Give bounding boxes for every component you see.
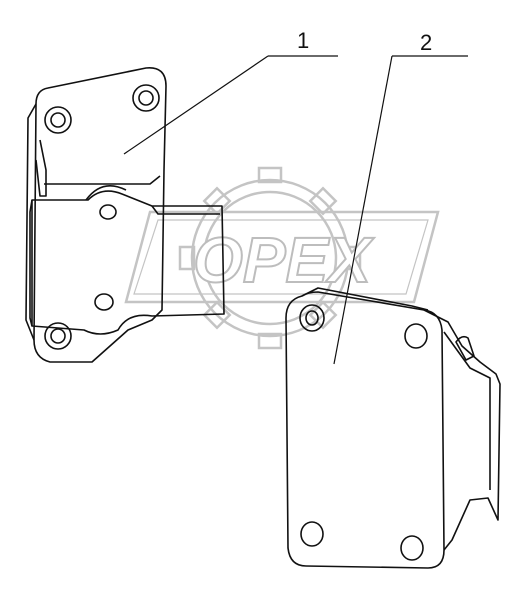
part2-hole-top-left-inner	[305, 310, 319, 326]
gear-tooth	[257, 332, 283, 350]
gear-inner-ring	[202, 190, 338, 326]
callout-lines	[123, 55, 468, 365]
gear-tooth	[344, 245, 362, 271]
gear-tooth	[308, 186, 338, 216]
part2-hole-bottom-left	[300, 521, 324, 547]
part1-plate-edge-inner	[35, 139, 47, 197]
callout-2-leader	[333, 55, 393, 365]
gear-tooth	[202, 186, 232, 216]
part2-hole-top-right	[404, 323, 428, 349]
part1-hole-top-right	[132, 84, 160, 112]
part1-plate-edge-fold	[44, 175, 161, 185]
callout-1-leader	[123, 55, 269, 155]
part2-hole-top-left	[299, 304, 325, 332]
part1-hole-top-right-inner	[138, 90, 154, 106]
part1-hinge-arm-edge	[29, 199, 33, 327]
opex-watermark-logo	[124, 166, 440, 350]
gear-tooth	[257, 166, 283, 184]
part2-top-flange	[301, 287, 429, 311]
callout-2-number: 2	[420, 30, 432, 55]
part2-side-wall	[423, 309, 501, 551]
part1-hole-bottom-left	[44, 322, 72, 350]
bracket-part-1	[25, 67, 225, 363]
part1-arm-hole-bottom	[94, 293, 114, 311]
watermark-banner-inner	[133, 219, 429, 295]
part1-hinge-arm-ridge	[151, 205, 220, 215]
part1-arm-hole-top	[99, 204, 117, 220]
part1-hole-top-left	[44, 106, 72, 134]
part1-hole-bottom-left-inner	[50, 328, 66, 344]
gear-tooth	[178, 245, 196, 271]
part1-hinge-arm	[31, 190, 225, 335]
watermark-banner	[124, 210, 440, 304]
part1-hole-top-left-inner	[50, 112, 66, 128]
part2-side-tab	[455, 335, 475, 361]
part2-hole-bottom-right	[400, 535, 424, 561]
part1-plate-edge	[25, 103, 37, 341]
bracket-part-2	[285, 287, 501, 569]
part1-mounting-plate	[33, 67, 167, 363]
part1-hinge-arm-top	[85, 184, 127, 201]
part2-side-wall-inner	[443, 331, 491, 490]
part2-plate-face	[285, 291, 445, 569]
callout-1-number: 1	[297, 28, 309, 53]
watermark-text: OPEX	[193, 224, 374, 296]
gear-outer-ring	[190, 178, 350, 338]
